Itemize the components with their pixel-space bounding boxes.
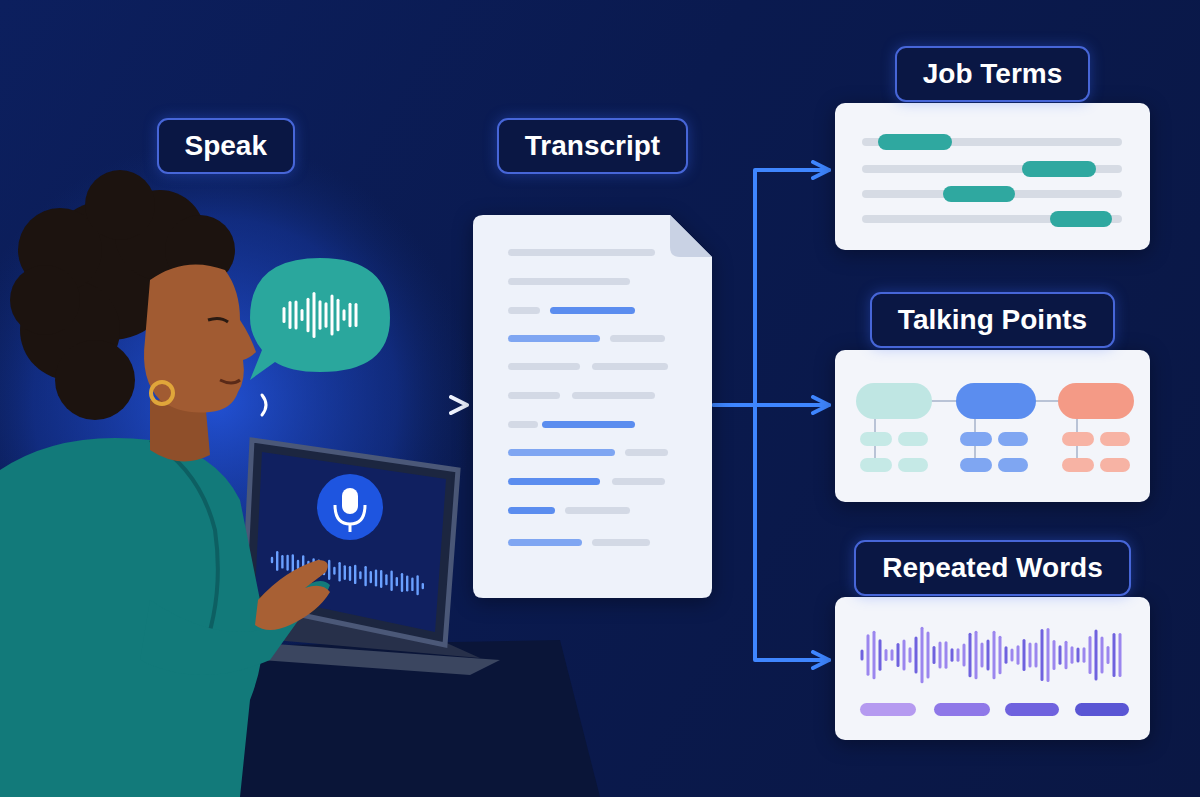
- earring: [151, 382, 173, 404]
- speak-step: Speak: [0, 118, 295, 678]
- result-card: [835, 597, 1150, 740]
- laptop-display: [255, 452, 446, 632]
- label-text: Talking Points: [898, 304, 1087, 335]
- output-card: Repeated Words: [835, 540, 1150, 740]
- result-card: [835, 103, 1150, 250]
- output-card: Job Terms: [835, 46, 1150, 250]
- label-text: Job Terms: [923, 58, 1063, 89]
- transcript-step: Transcript: [473, 118, 712, 598]
- glow: [0, 140, 475, 660]
- card-outline: [835, 597, 1150, 740]
- flow-arrow: [714, 170, 829, 405]
- flow-arrow: [714, 405, 829, 660]
- face: [144, 264, 256, 412]
- label-text: Repeated Words: [882, 552, 1102, 583]
- bubble-waveform: [284, 294, 356, 337]
- mic-circle: [317, 474, 383, 540]
- document-card: [473, 215, 712, 598]
- hand: [255, 560, 330, 630]
- result-card: [835, 350, 1150, 502]
- card-outline: [473, 215, 712, 598]
- desk: [0, 640, 600, 797]
- step-label: Talking Points: [870, 292, 1115, 348]
- output-card: Talking Points: [835, 292, 1150, 502]
- mic-icon: [342, 488, 358, 514]
- laptop-base: [190, 640, 500, 675]
- card-outline: [835, 103, 1150, 250]
- flow-arrow: [297, 403, 467, 407]
- flow-arrow: [714, 403, 829, 407]
- step-label: Transcript: [497, 118, 688, 174]
- label-text: Speak: [185, 130, 268, 161]
- word-chips: [860, 703, 1129, 716]
- speech-bubble: [250, 258, 390, 380]
- term-rows: [862, 134, 1122, 227]
- neck: [150, 400, 210, 461]
- laptop-waveform: [272, 552, 423, 594]
- step-label: Speak: [157, 118, 296, 174]
- label-text: Transcript: [525, 130, 660, 161]
- laptop-screen: [244, 440, 458, 645]
- word-waveform: [862, 628, 1120, 681]
- card-outline: [835, 350, 1150, 502]
- step-label: Job Terms: [895, 46, 1091, 102]
- point-map: [856, 383, 1134, 472]
- transcript-lines: [508, 249, 668, 546]
- step-label: Repeated Words: [854, 540, 1130, 596]
- hair: [10, 170, 235, 420]
- laptop-keyboard: [240, 600, 480, 658]
- shirt: [0, 438, 263, 797]
